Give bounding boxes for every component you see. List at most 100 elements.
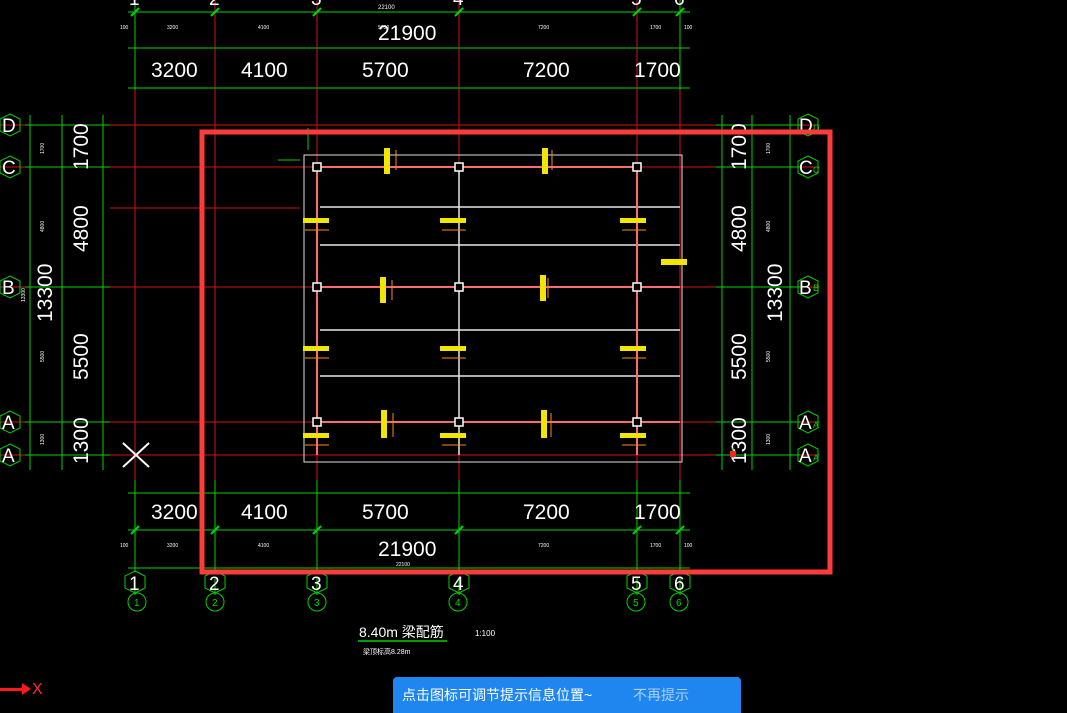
left-row-span-1: 1700 bbox=[70, 123, 93, 170]
bottom-axis-1: 1 bbox=[129, 574, 140, 595]
top-axis-1: 1 bbox=[129, 0, 140, 10]
tip-message[interactable]: 点击图标可调节提示信息位置~ bbox=[402, 687, 593, 703]
top-axis-4: 4 bbox=[453, 0, 464, 10]
top-axis-6: 6 bbox=[674, 0, 685, 10]
bottom-axis-labels: 1 2 3 4 5 6 1 2 3 4 5 6 bbox=[124, 570, 691, 612]
x-axis-indicator: X bbox=[0, 680, 48, 700]
right-row-span-2: 4800 bbox=[728, 205, 751, 252]
left-axis-B: B bbox=[2, 278, 15, 299]
left-row-span-3: 5500 bbox=[70, 333, 93, 380]
bottom-small-span-1: 3200 bbox=[167, 543, 178, 549]
right-overall: 13300 bbox=[764, 264, 787, 322]
bottom-small-span-2: 4100 bbox=[258, 543, 269, 549]
x-axis-label: X bbox=[32, 681, 43, 698]
drawing-subtitle: 梁顶标高8.28m bbox=[363, 647, 411, 656]
bottom-bubble-1: 1 bbox=[134, 598, 140, 609]
drawing-scale: 1:100 bbox=[475, 629, 496, 638]
right-axis-sub-A: A bbox=[813, 420, 819, 430]
left-row-axes: D C B A A bbox=[0, 113, 21, 467]
bottom-axis-2: 2 bbox=[209, 574, 220, 595]
bottom-axis-4: 4 bbox=[453, 574, 464, 595]
left-small-overall: 13300 bbox=[21, 288, 27, 302]
left-small-span-2: 4800 bbox=[40, 221, 46, 232]
bottom-small-span-0: 100 bbox=[120, 543, 129, 549]
top-span-1: 3200 bbox=[151, 59, 198, 82]
left-dimensions: 13300 1700 4800 5500 1300 13300 1700 480… bbox=[21, 123, 93, 464]
right-axis-C: C bbox=[799, 158, 813, 179]
top-small-span-0: 100 bbox=[120, 25, 129, 31]
dimension-lines bbox=[25, 0, 800, 595]
bottom-span-4: 7200 bbox=[523, 501, 570, 524]
right-axis-B: B bbox=[799, 278, 812, 299]
bottom-axis-6: 6 bbox=[674, 574, 685, 595]
top-span-3: 5700 bbox=[362, 59, 409, 82]
x-axis-arrowhead-icon bbox=[22, 683, 31, 695]
bottom-axis-3: 3 bbox=[311, 574, 322, 595]
beam-plan bbox=[278, 128, 736, 463]
drawing-title: 8.40m 梁配筋 1:100 梁顶标高8.28m bbox=[358, 624, 496, 656]
right-row-span-3: 5500 bbox=[728, 333, 751, 380]
bottom-bubble-4: 4 bbox=[455, 598, 461, 609]
right-axis-sub-B: B bbox=[813, 283, 819, 293]
top-small-overall: 22100 bbox=[378, 5, 395, 11]
left-axis-D: D bbox=[2, 116, 16, 137]
selection-highlight[interactable] bbox=[199, 129, 833, 575]
x-axis-arrow-icon bbox=[0, 688, 24, 691]
right-axis-A-prime: A bbox=[799, 446, 812, 467]
top-span-2: 4100 bbox=[241, 59, 288, 82]
left-axis-A-prime: A bbox=[2, 446, 15, 467]
bottom-small-span-4: 7200 bbox=[538, 543, 549, 549]
dismiss-tip-button[interactable]: 不再提示 bbox=[633, 687, 689, 703]
drawing-title-text: 8.40m 梁配筋 bbox=[359, 624, 444, 640]
top-small-span-2: 4100 bbox=[258, 25, 269, 31]
right-small-span-4: 1300 bbox=[766, 434, 772, 445]
right-row-axes: D C B A A D C B A A bbox=[797, 113, 820, 467]
right-small-span-3: 5500 bbox=[766, 351, 772, 362]
right-axis-sub-D: D bbox=[813, 123, 820, 133]
left-overall: 13300 bbox=[34, 264, 57, 322]
right-dimensions: 1700 4800 5500 1300 13300 1700 4800 5500… bbox=[728, 123, 787, 464]
bottom-span-1: 3200 bbox=[151, 501, 198, 524]
bottom-small-span-6: 100 bbox=[684, 543, 693, 549]
left-axis-C: C bbox=[2, 158, 16, 179]
top-axis-2: 2 bbox=[209, 0, 220, 10]
bottom-small-overall: 22100 bbox=[396, 562, 410, 568]
top-small-span-5: 1700 bbox=[650, 25, 661, 31]
top-small-span-3: 5700 bbox=[378, 25, 389, 31]
left-small-span-1: 1700 bbox=[40, 143, 46, 154]
top-span-5: 1700 bbox=[634, 59, 681, 82]
bottom-overall: 21900 bbox=[378, 538, 436, 561]
left-small-span-3: 5500 bbox=[40, 351, 46, 362]
top-small-span-1: 3200 bbox=[167, 25, 178, 31]
top-axis-3: 3 bbox=[311, 0, 322, 10]
top-axis-labels: 1 2 3 4 5 6 bbox=[129, 0, 685, 10]
bottom-axis-5: 5 bbox=[631, 574, 642, 595]
top-span-4: 7200 bbox=[523, 59, 570, 82]
right-axis-sub-A-prime: A bbox=[813, 453, 819, 463]
left-row-span-2: 4800 bbox=[70, 205, 93, 252]
bottom-bubble-6: 6 bbox=[676, 598, 682, 609]
bottom-span-3: 5700 bbox=[362, 501, 409, 524]
bottom-bubble-3: 3 bbox=[314, 598, 320, 609]
left-row-span-4: 1300 bbox=[70, 417, 93, 464]
bottom-small-span-5: 1700 bbox=[650, 543, 661, 549]
left-axis-A: A bbox=[2, 413, 15, 434]
top-dimensions: 22100 21900 3200 4100 5700 7200 1700 100… bbox=[120, 5, 693, 82]
tip-bar: 点击图标可调节提示信息位置~ 不再提示 bbox=[393, 677, 741, 713]
top-axis-5: 5 bbox=[631, 0, 642, 10]
bottom-dimensions: 3200 4100 5700 7200 1700 21900 22100 100… bbox=[120, 501, 693, 568]
right-small-span-1: 1700 bbox=[766, 143, 772, 154]
top-overall: 21900 bbox=[378, 22, 436, 45]
top-small-span-4: 7200 bbox=[538, 25, 549, 31]
left-small-span-4: 1300 bbox=[40, 434, 46, 445]
right-axis-sub-C: C bbox=[813, 165, 820, 175]
right-small-span-2: 4800 bbox=[766, 221, 772, 232]
bottom-span-2: 4100 bbox=[241, 501, 288, 524]
top-small-span-6: 100 bbox=[684, 25, 693, 31]
right-axis-A: A bbox=[799, 413, 812, 434]
crosshair-cursor-icon bbox=[122, 442, 150, 468]
right-row-span-1: 1700 bbox=[728, 123, 751, 170]
bottom-span-5: 1700 bbox=[634, 501, 681, 524]
bottom-bubble-2: 2 bbox=[212, 598, 218, 609]
